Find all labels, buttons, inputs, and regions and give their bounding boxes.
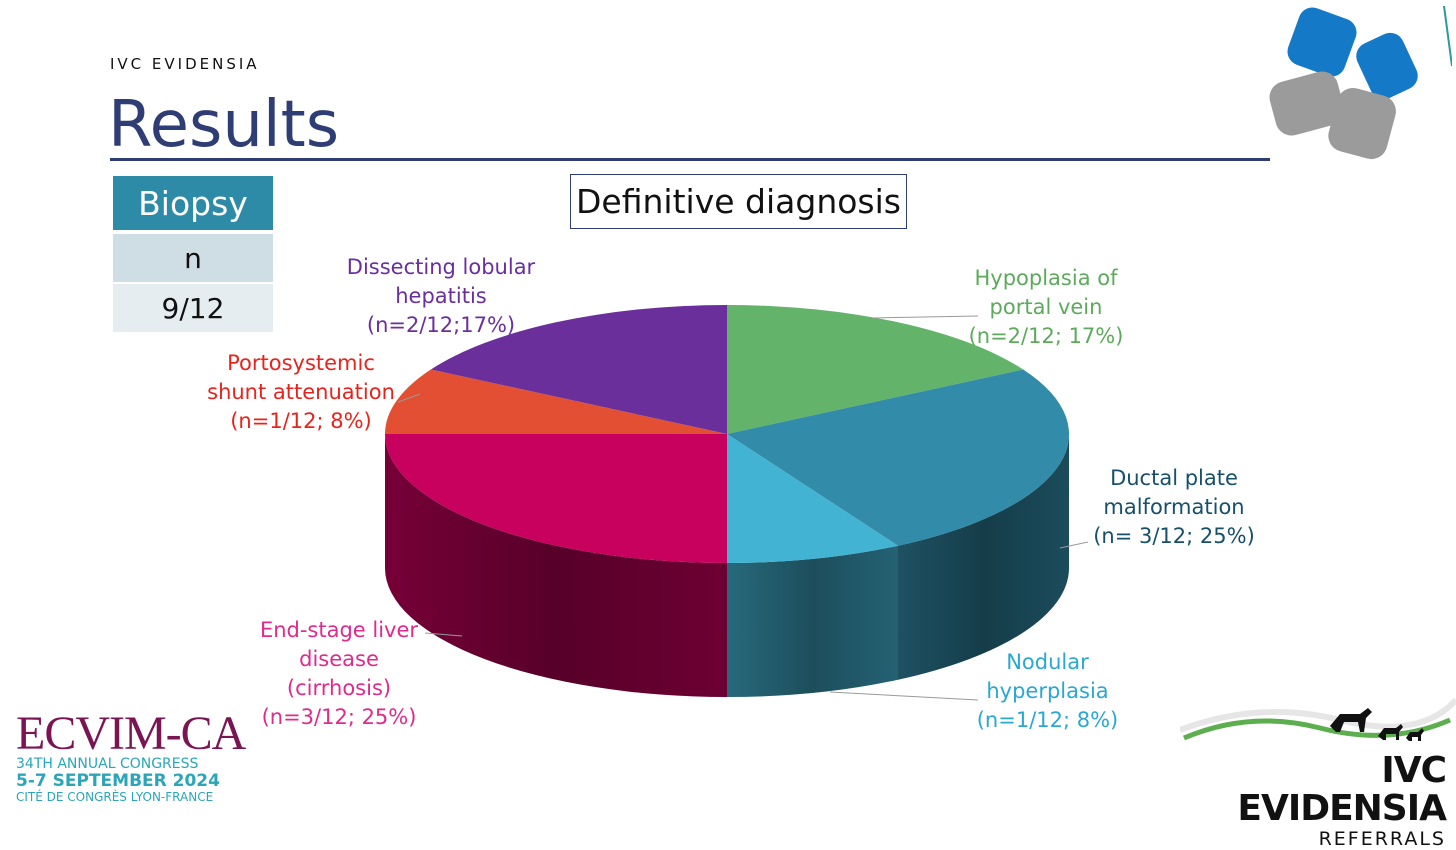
ecvim-congress: 34TH ANNUAL CONGRESS <box>16 756 199 772</box>
pie-chart <box>385 305 1089 701</box>
leader-line-0 <box>871 315 979 319</box>
page-title: Results <box>108 88 340 162</box>
swoosh-decoration <box>1180 697 1456 741</box>
slice-label-line: (cirrhosis) <box>286 676 392 700</box>
slice-label-line: portal vein <box>989 295 1103 319</box>
horse-icon <box>1330 708 1372 732</box>
pie-slice-3 <box>385 434 727 563</box>
slice-label-2: Nodular hyperplasia (n=1/12; 8%) <box>975 648 1120 735</box>
pie-slice-1 <box>727 369 1069 546</box>
pie-slice-0 <box>727 305 1024 434</box>
slice-label-line: (n= 3/12; 25%) <box>1093 524 1255 548</box>
leader-line-3 <box>424 632 463 637</box>
chart-title: Definitive diagnosis <box>570 174 907 229</box>
biopsy-table-column: n <box>113 234 273 282</box>
slice-label-line: Ductal plate <box>1110 466 1238 490</box>
pie-side-shade-1 <box>898 434 1070 680</box>
pie-top-layer <box>385 305 1069 563</box>
slice-label-line: (n=2/12; 17%) <box>968 324 1124 348</box>
ivc-cross-logo-icon <box>1269 6 1452 160</box>
ecvim-venue: CITÉ DE CONGRÈS LYON-FRANCE <box>16 790 214 804</box>
pie-slice-2 <box>727 434 898 563</box>
dog-icon <box>1378 724 1403 740</box>
slice-label-5: Dissecting lobular hepatitis (n=2/12;17%) <box>335 253 547 340</box>
slice-label-line: hepatitis <box>395 284 487 308</box>
slice-label-line: Portosystemic <box>227 351 375 375</box>
slice-label-line: (n=2/12;17%) <box>366 313 516 337</box>
slice-label-1: Ductal plate malformation (n= 3/12; 25%) <box>1088 464 1260 551</box>
slice-label-line: (n=1/12; 8%) <box>230 409 372 433</box>
biopsy-table-header: Biopsy <box>113 176 273 230</box>
leader-line-4 <box>397 393 421 403</box>
slice-label-line: Nodular <box>1006 650 1089 674</box>
leader-line-1 <box>1059 541 1089 549</box>
brand-name: IVC EVIDENSIA <box>110 55 260 73</box>
pie-side-shade-2 <box>727 545 898 697</box>
ivc-logo-name: IVC EVIDENSIA <box>1237 750 1447 829</box>
slice-label-line: disease <box>299 647 379 671</box>
ecvim-name: ECVIM-CA <box>16 707 246 760</box>
title-divider <box>110 158 1270 161</box>
biopsy-table-value: 9/12 <box>113 284 273 332</box>
pie-side-layer <box>385 434 1070 697</box>
ecvim-logo: ECVIM-CA 34TH ANNUAL CONGRESS 5-7 SEPTEM… <box>16 707 246 805</box>
slice-label-0: Hypoplasia of portal vein (n=2/12; 17%) <box>960 264 1132 351</box>
pie-slice-5 <box>430 305 727 434</box>
slice-label-line: (n=1/12; 8%) <box>976 708 1119 732</box>
slice-label-line: Dissecting lobular <box>346 255 536 279</box>
cat-icon <box>1406 728 1424 741</box>
ivc-logo-sub: REFERRALS <box>1318 828 1446 850</box>
slice-label-4: Portosystemic shunt attenuation (n=1/12; 8… <box>196 349 406 436</box>
slice-label-line: malformation <box>1103 495 1245 519</box>
pie-leader-lines <box>397 315 1089 701</box>
slice-label-3: End-stage liver disease (cirrhosis) (n=3/12… <box>245 616 433 732</box>
slice-label-line: Hypoplasia of <box>974 266 1118 290</box>
ivc-referrals-logo: IVC EVIDENSIA REFERRALS <box>1176 750 1447 850</box>
biopsy-table: Biopsy n 9/12 <box>113 176 273 332</box>
leader-line-2 <box>829 691 979 701</box>
pie-slice-4 <box>385 369 727 434</box>
slice-label-line: (n=3/12; 25%) <box>261 705 417 729</box>
slice-label-line: shunt attenuation <box>207 380 395 404</box>
slice-label-line: End-stage liver <box>259 618 419 642</box>
pie-side-shade-3 <box>385 434 727 697</box>
ecvim-dates: 5-7 SEPTEMBER 2024 <box>16 771 220 791</box>
slice-label-line: hyperplasia <box>986 679 1109 703</box>
